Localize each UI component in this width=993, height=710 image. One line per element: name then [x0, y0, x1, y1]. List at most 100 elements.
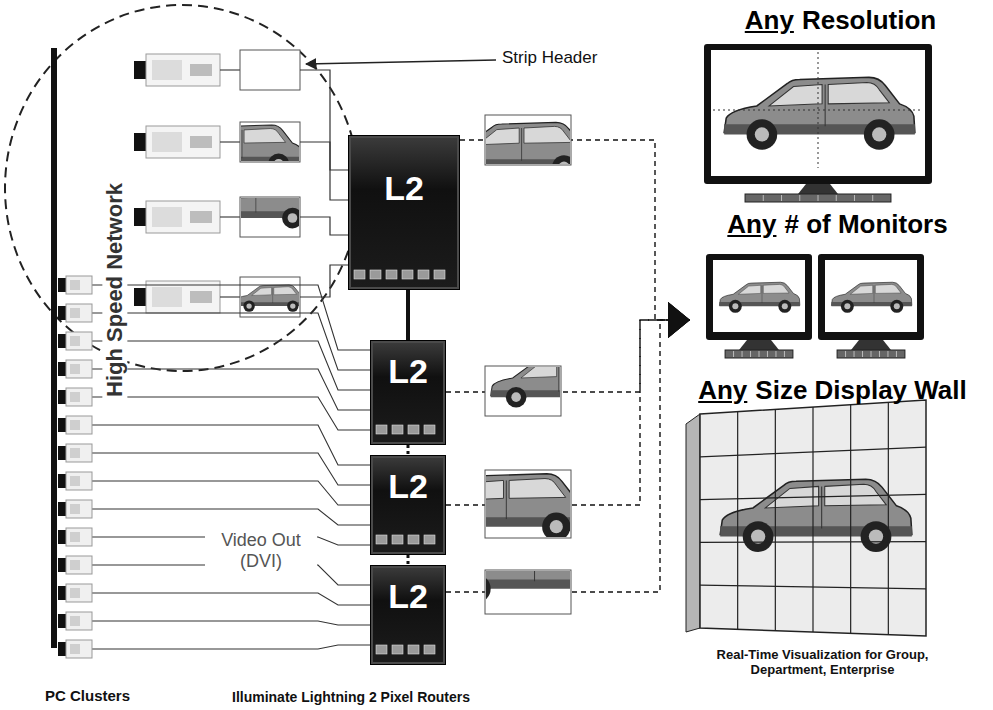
pc-plug	[58, 558, 66, 572]
node-text: Size Display Wall	[755, 376, 966, 406]
pc-chip	[190, 211, 212, 223]
pc-card	[66, 556, 92, 574]
monitor-base	[725, 350, 793, 358]
router-bus	[407, 555, 410, 565]
pixel-router: L2	[370, 455, 446, 555]
wall-grid	[700, 447, 926, 457]
monitor-frame	[706, 254, 812, 340]
pc-card	[66, 612, 92, 630]
video-wire	[92, 621, 370, 625]
pc-chip	[70, 588, 80, 598]
monitor-vent	[872, 195, 873, 201]
video-wire	[92, 509, 370, 525]
port	[392, 645, 403, 654]
pc-plug	[58, 334, 66, 348]
car-image	[720, 479, 912, 552]
port	[354, 270, 365, 279]
pc-plug	[58, 586, 66, 600]
pc-plug	[58, 306, 66, 320]
pc-card	[66, 276, 92, 294]
car-image	[235, 285, 306, 312]
port	[434, 270, 445, 279]
output-tile-image	[491, 359, 619, 408]
pc-chip	[70, 364, 80, 374]
node-title: L2	[384, 170, 424, 207]
wall-grid	[700, 585, 926, 589]
output-tile-image	[442, 122, 592, 179]
monitor-stand	[851, 340, 891, 350]
car-image	[724, 77, 915, 149]
video-wire	[300, 217, 348, 235]
pixel-router: L2	[370, 340, 446, 445]
pc-plug	[58, 418, 66, 432]
monitor-vent	[799, 195, 800, 201]
pc-chip	[70, 476, 80, 486]
pc-chip	[190, 291, 212, 303]
port	[424, 425, 435, 434]
cluster-outline	[5, 5, 359, 371]
monitor-stand	[798, 184, 838, 194]
pc-plug	[134, 288, 146, 306]
video-wire	[220, 296, 240, 297]
pc-card	[146, 281, 220, 313]
port	[408, 425, 419, 434]
pixel-router: L2	[348, 135, 460, 290]
monitor-vent	[845, 351, 846, 357]
wall-grid	[700, 541, 926, 543]
monitor-vent	[775, 351, 776, 357]
pc-chip	[70, 280, 80, 290]
router-bus	[407, 445, 410, 455]
port	[392, 425, 403, 434]
video-wire	[92, 425, 370, 465]
wall-grid	[850, 405, 851, 634]
monitor-vent	[767, 351, 768, 357]
pc-plug	[58, 530, 66, 544]
video-wire	[92, 645, 370, 649]
video-wire	[220, 216, 240, 217]
pc-card	[66, 416, 92, 434]
port	[418, 270, 429, 279]
car-image	[831, 282, 911, 313]
car-image	[174, 125, 303, 174]
pixel-router: L2	[370, 565, 446, 665]
wall-grid	[700, 494, 926, 499]
monitor-vent	[742, 351, 743, 357]
video-wire	[300, 70, 348, 170]
pc-plug	[134, 208, 146, 226]
pc-card	[66, 332, 92, 350]
port	[408, 645, 419, 654]
label: PC Clusters	[45, 687, 130, 704]
port-panel	[349, 267, 459, 283]
port	[376, 645, 387, 654]
pc-chip	[190, 64, 212, 76]
monitor-vent	[871, 351, 872, 357]
port-panel	[371, 532, 445, 548]
display-group: Any# of Monitors	[690, 208, 985, 370]
node-title: Any	[698, 376, 747, 406]
node-title: Any	[745, 6, 794, 36]
monitor-base	[745, 194, 891, 202]
video-wire	[92, 593, 370, 605]
pc-chip	[70, 532, 80, 542]
pc-chip	[70, 420, 80, 430]
video-wire	[92, 285, 370, 350]
port	[424, 535, 435, 544]
strip-header-image	[235, 285, 306, 312]
monitor-vent	[733, 351, 734, 357]
video-wire	[92, 341, 370, 390]
display-group: AnyResolution	[696, 4, 985, 200]
label: High Speed Network	[102, 177, 127, 403]
display-group: Any Size Display Wall	[680, 374, 985, 642]
wall-grid	[888, 402, 889, 634]
pc-card	[66, 472, 92, 490]
video-wire	[92, 453, 370, 485]
car-image	[491, 359, 619, 408]
pc-chip	[70, 392, 80, 402]
pc-card	[66, 360, 92, 378]
label: Real-Time Visualization for Group, Depar…	[700, 648, 945, 678]
monitor-vent	[896, 351, 897, 357]
pc-card	[146, 54, 220, 86]
label: Strip Header	[502, 48, 597, 68]
car-image	[187, 179, 316, 228]
